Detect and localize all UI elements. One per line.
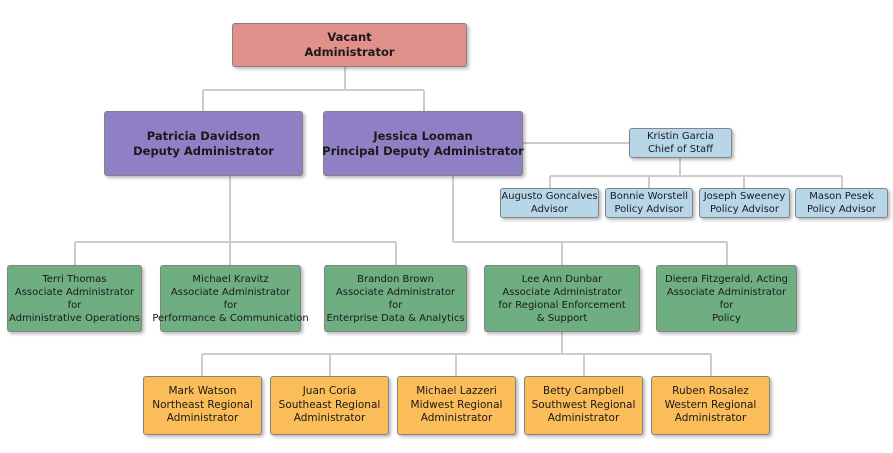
org-node-chief-of-staff: Kristin Garcia Chief of Staff: [629, 128, 732, 158]
org-node-northeast-regional-administrator: Mark Watson Northeast Regional Administr…: [143, 376, 262, 435]
org-node-southwest-regional-administrator: Betty Campbell Southwest Regional Admini…: [524, 376, 643, 435]
org-node-associate-admin-policy: Dieera Fitzgerald, Acting Associate Admi…: [656, 265, 797, 332]
org-node-associate-admin-performance: Michael Kravitz Associate Administrator …: [152, 265, 309, 332]
org-node-principal-deputy-administrator: Jessica Looman Principal Deputy Administ…: [322, 111, 524, 176]
org-node-deputy-administrator: Patricia Davidson Deputy Administrator: [104, 111, 303, 176]
org-node-southeast-regional-administrator: Juan Coria Southeast Regional Administra…: [270, 376, 389, 435]
org-node-associate-admin-data-analytics: Brandon Brown Associate Administrator fo…: [324, 265, 467, 332]
org-node-administrator-vacant: Vacant Administrator: [232, 23, 467, 67]
org-node-midwest-regional-administrator: Michael Lazzeri Midwest Regional Adminis…: [397, 376, 516, 435]
org-node-policy-advisor-worstell: Bonnie Worstell Policy Advisor: [605, 188, 693, 218]
org-node-advisor-goncalves: Augusto Goncalves Advisor: [500, 188, 599, 218]
org-node-associate-admin-operations: Terri Thomas Associate Administrator for…: [7, 265, 142, 332]
org-node-associate-admin-regional-enforcement: Lee Ann Dunbar Associate Administrator f…: [484, 265, 640, 332]
org-node-western-regional-administrator: Ruben Rosalez Western Regional Administr…: [651, 376, 770, 435]
org-node-policy-advisor-sweeney: Joseph Sweeney Policy Advisor: [699, 188, 790, 218]
org-node-policy-advisor-pesek: Mason Pesek Policy Advisor: [795, 188, 888, 218]
